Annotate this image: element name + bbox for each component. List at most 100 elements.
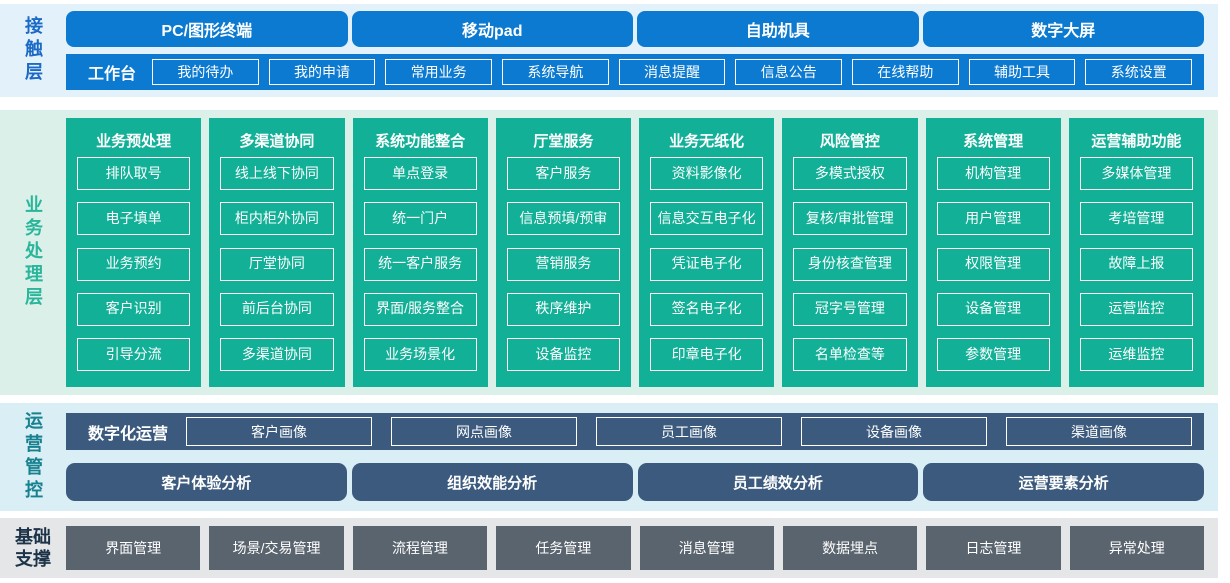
- business-function-item: 运维监控: [1079, 338, 1193, 371]
- contact-layer-label-text: 接触层: [23, 16, 43, 85]
- business-function-item: 秩序维护: [506, 292, 620, 326]
- business-column-title: 系统管理: [963, 133, 1024, 150]
- business-column-multichannel: 多渠道协同 线上线下协同柜内柜外协同厅堂协同前后台协同多渠道协同: [209, 118, 345, 387]
- profile-item: 网点画像: [391, 417, 578, 446]
- profile-item: 客户画像: [186, 417, 373, 446]
- business-function-item: 信息预填/预审: [506, 202, 620, 236]
- workbench-item: 信息公告: [735, 59, 843, 85]
- business-layer: 业务处理层 业务预处理 排队取号电子填单业务预约客户识别引导分流 多渠道协同 线…: [0, 110, 1218, 395]
- business-column-title: 风险管控: [819, 133, 880, 150]
- foundation-row: 界面管理 场景/交易管理 流程管理 任务管理 消息管理 数据埋点 日志管理 异常…: [66, 518, 1204, 578]
- business-function-item: 排队取号: [77, 157, 191, 190]
- business-column-title: 厅堂服务: [533, 133, 594, 150]
- terminal-button: PC/图形终端: [66, 11, 348, 47]
- business-function-item: 资料影像化: [650, 157, 764, 190]
- business-column-title: 多渠道协同: [239, 133, 315, 150]
- business-layer-label: 业务处理层: [0, 110, 66, 395]
- business-function-item: 引导分流: [77, 338, 191, 371]
- workbench-item: 我的待办: [152, 59, 259, 85]
- analysis-row: 客户体验分析 组织效能分析 员工绩效分析 运营要素分析: [66, 463, 1204, 501]
- business-column-ops-aux: 运营辅助功能 多媒体管理考培管理故障上报运营监控运维监控: [1068, 118, 1204, 387]
- business-column-items: 机构管理用户管理权限管理设备管理参数管理: [936, 157, 1050, 371]
- business-column-items: 排队取号电子填单业务预约客户识别引导分流: [77, 157, 191, 371]
- business-function-item: 电子填单: [77, 202, 191, 236]
- business-column-title: 业务无纸化: [669, 133, 745, 150]
- workbench-item: 在线帮助: [852, 59, 959, 85]
- workbench-item: 系统设置: [1085, 59, 1193, 85]
- analysis-item: 客户体验分析: [66, 463, 347, 501]
- business-function-item: 印章电子化: [650, 338, 764, 371]
- operations-layer: 运营管控 数字化运营 客户画像 网点画像 员工画像 设备画像 渠道画像: [0, 403, 1218, 511]
- business-column-items: 线上线下协同柜内柜外协同厅堂协同前后台协同多渠道协同: [220, 157, 334, 371]
- business-column-title: 系统功能整合: [375, 133, 466, 150]
- business-column-items: 多模式授权复核/审批管理身份核查管理冠字号管理名单检查等: [793, 157, 907, 371]
- operations-layer-label: 运营管控: [0, 403, 66, 511]
- business-function-item: 机构管理: [936, 157, 1050, 190]
- business-function-item: 故障上报: [1079, 247, 1193, 281]
- business-column-items: 多媒体管理考培管理故障上报运营监控运维监控: [1079, 157, 1193, 371]
- business-function-item: 用户管理: [936, 202, 1050, 236]
- business-function-item: 身份核查管理: [793, 247, 907, 281]
- foundation-item: 场景/交易管理: [209, 526, 344, 570]
- business-function-item: 复核/审批管理: [793, 202, 907, 236]
- business-layer-label-text: 业务处理层: [23, 195, 43, 310]
- business-function-item: 厅堂协同: [220, 247, 334, 281]
- business-function-item: 线上线下协同: [220, 157, 334, 190]
- business-column-items: 资料影像化信息交互电子化凭证电子化签名电子化印章电子化: [650, 157, 764, 371]
- operations-layer-body: 数字化运营 客户画像 网点画像 员工画像 设备画像 渠道画像: [66, 403, 1218, 511]
- business-column-risk-control: 风险管控 多模式授权复核/审批管理身份核查管理冠字号管理名单检查等: [782, 118, 918, 387]
- terminal-button: 数字大屏: [922, 11, 1204, 47]
- foundation-layer-label: 基础支撑: [0, 518, 66, 578]
- terminal-row: PC/图形终端 移动pad 自助机具 数字大屏: [66, 11, 1204, 47]
- foundation-item: 任务管理: [496, 526, 631, 570]
- terminal-button: 移动pad: [351, 11, 633, 47]
- business-function-item: 冠字号管理: [793, 292, 907, 326]
- business-function-item: 参数管理: [936, 338, 1050, 371]
- analysis-item: 运营要素分析: [923, 463, 1204, 501]
- business-function-item: 客户识别: [77, 292, 191, 326]
- foundation-item: 数据埋点: [782, 526, 918, 570]
- business-function-item: 运营监控: [1079, 292, 1193, 326]
- analysis-item: 员工绩效分析: [637, 463, 919, 501]
- foundation-layer-body: 界面管理 场景/交易管理 流程管理 任务管理 消息管理 数据埋点 日志管理 异常…: [66, 518, 1218, 578]
- business-function-item: 界面/服务整合: [363, 292, 477, 326]
- workbench-items: 我的待办 我的申请 常用业务 系统导航 消息提醒 信息公告 在线帮助 辅助工具: [152, 59, 1193, 85]
- business-function-item: 统一客户服务: [363, 247, 477, 281]
- business-function-item: 签名电子化: [650, 292, 764, 326]
- workbench-item: 常用业务: [385, 59, 493, 85]
- workbench-item: 消息提醒: [618, 59, 726, 85]
- business-function-item: 柜内柜外协同: [220, 202, 334, 236]
- business-column-items: 客户服务信息预填/预审营销服务秩序维护设备监控: [506, 157, 620, 371]
- contact-layer: 接触层 PC/图形终端 移动pad 自助机具 数字大屏 工作台 我的待: [0, 4, 1218, 97]
- business-column-hall-service: 厅堂服务 客户服务信息预填/预审营销服务秩序维护设备监控: [495, 118, 631, 387]
- business-function-item: 业务预约: [77, 247, 191, 281]
- business-function-item: 前后台协同: [220, 292, 334, 326]
- business-function-item: 客户服务: [506, 157, 620, 190]
- business-function-item: 统一门户: [363, 202, 477, 236]
- terminal-button: 自助机具: [637, 11, 919, 47]
- contact-layer-body: PC/图形终端 移动pad 自助机具 数字大屏 工作台 我的待办 我的申请: [66, 4, 1218, 97]
- foundation-layer-label-text: 基础支撑: [14, 526, 51, 570]
- business-column-title: 运营辅助功能: [1091, 133, 1182, 150]
- workbench-bar: 工作台 我的待办 我的申请 常用业务 系统导航 消息提醒 信息公告: [66, 54, 1204, 90]
- business-function-item: 多渠道协同: [220, 338, 334, 371]
- business-column-preprocess: 业务预处理 排队取号电子填单业务预约客户识别引导分流: [66, 118, 202, 387]
- operations-layer-label-text: 运营管控: [23, 411, 43, 503]
- business-function-item: 凭证电子化: [650, 247, 764, 281]
- profile-items: 客户画像 网点画像 员工画像 设备画像 渠道画像: [186, 417, 1193, 446]
- business-function-item: 营销服务: [506, 247, 620, 281]
- business-columns: 业务预处理 排队取号电子填单业务预约客户识别引导分流 多渠道协同 线上线下协同柜…: [66, 110, 1204, 395]
- foundation-item: 界面管理: [66, 526, 201, 570]
- business-function-item: 业务场景化: [363, 338, 477, 371]
- business-function-item: 设备管理: [936, 292, 1050, 326]
- business-function-item: 多模式授权: [793, 157, 907, 190]
- business-function-item: 名单检查等: [793, 338, 907, 371]
- business-function-item: 权限管理: [936, 247, 1050, 281]
- digital-operations-title: 数字化运营: [88, 425, 169, 443]
- business-function-item: 设备监控: [506, 338, 620, 371]
- business-layer-body: 业务预处理 排队取号电子填单业务预约客户识别引导分流 多渠道协同 线上线下协同柜…: [66, 110, 1218, 395]
- profile-item: 设备画像: [801, 417, 988, 446]
- business-function-item: 多媒体管理: [1079, 157, 1193, 190]
- business-column-title: 业务预处理: [96, 133, 172, 150]
- workbench-title: 工作台: [88, 66, 137, 83]
